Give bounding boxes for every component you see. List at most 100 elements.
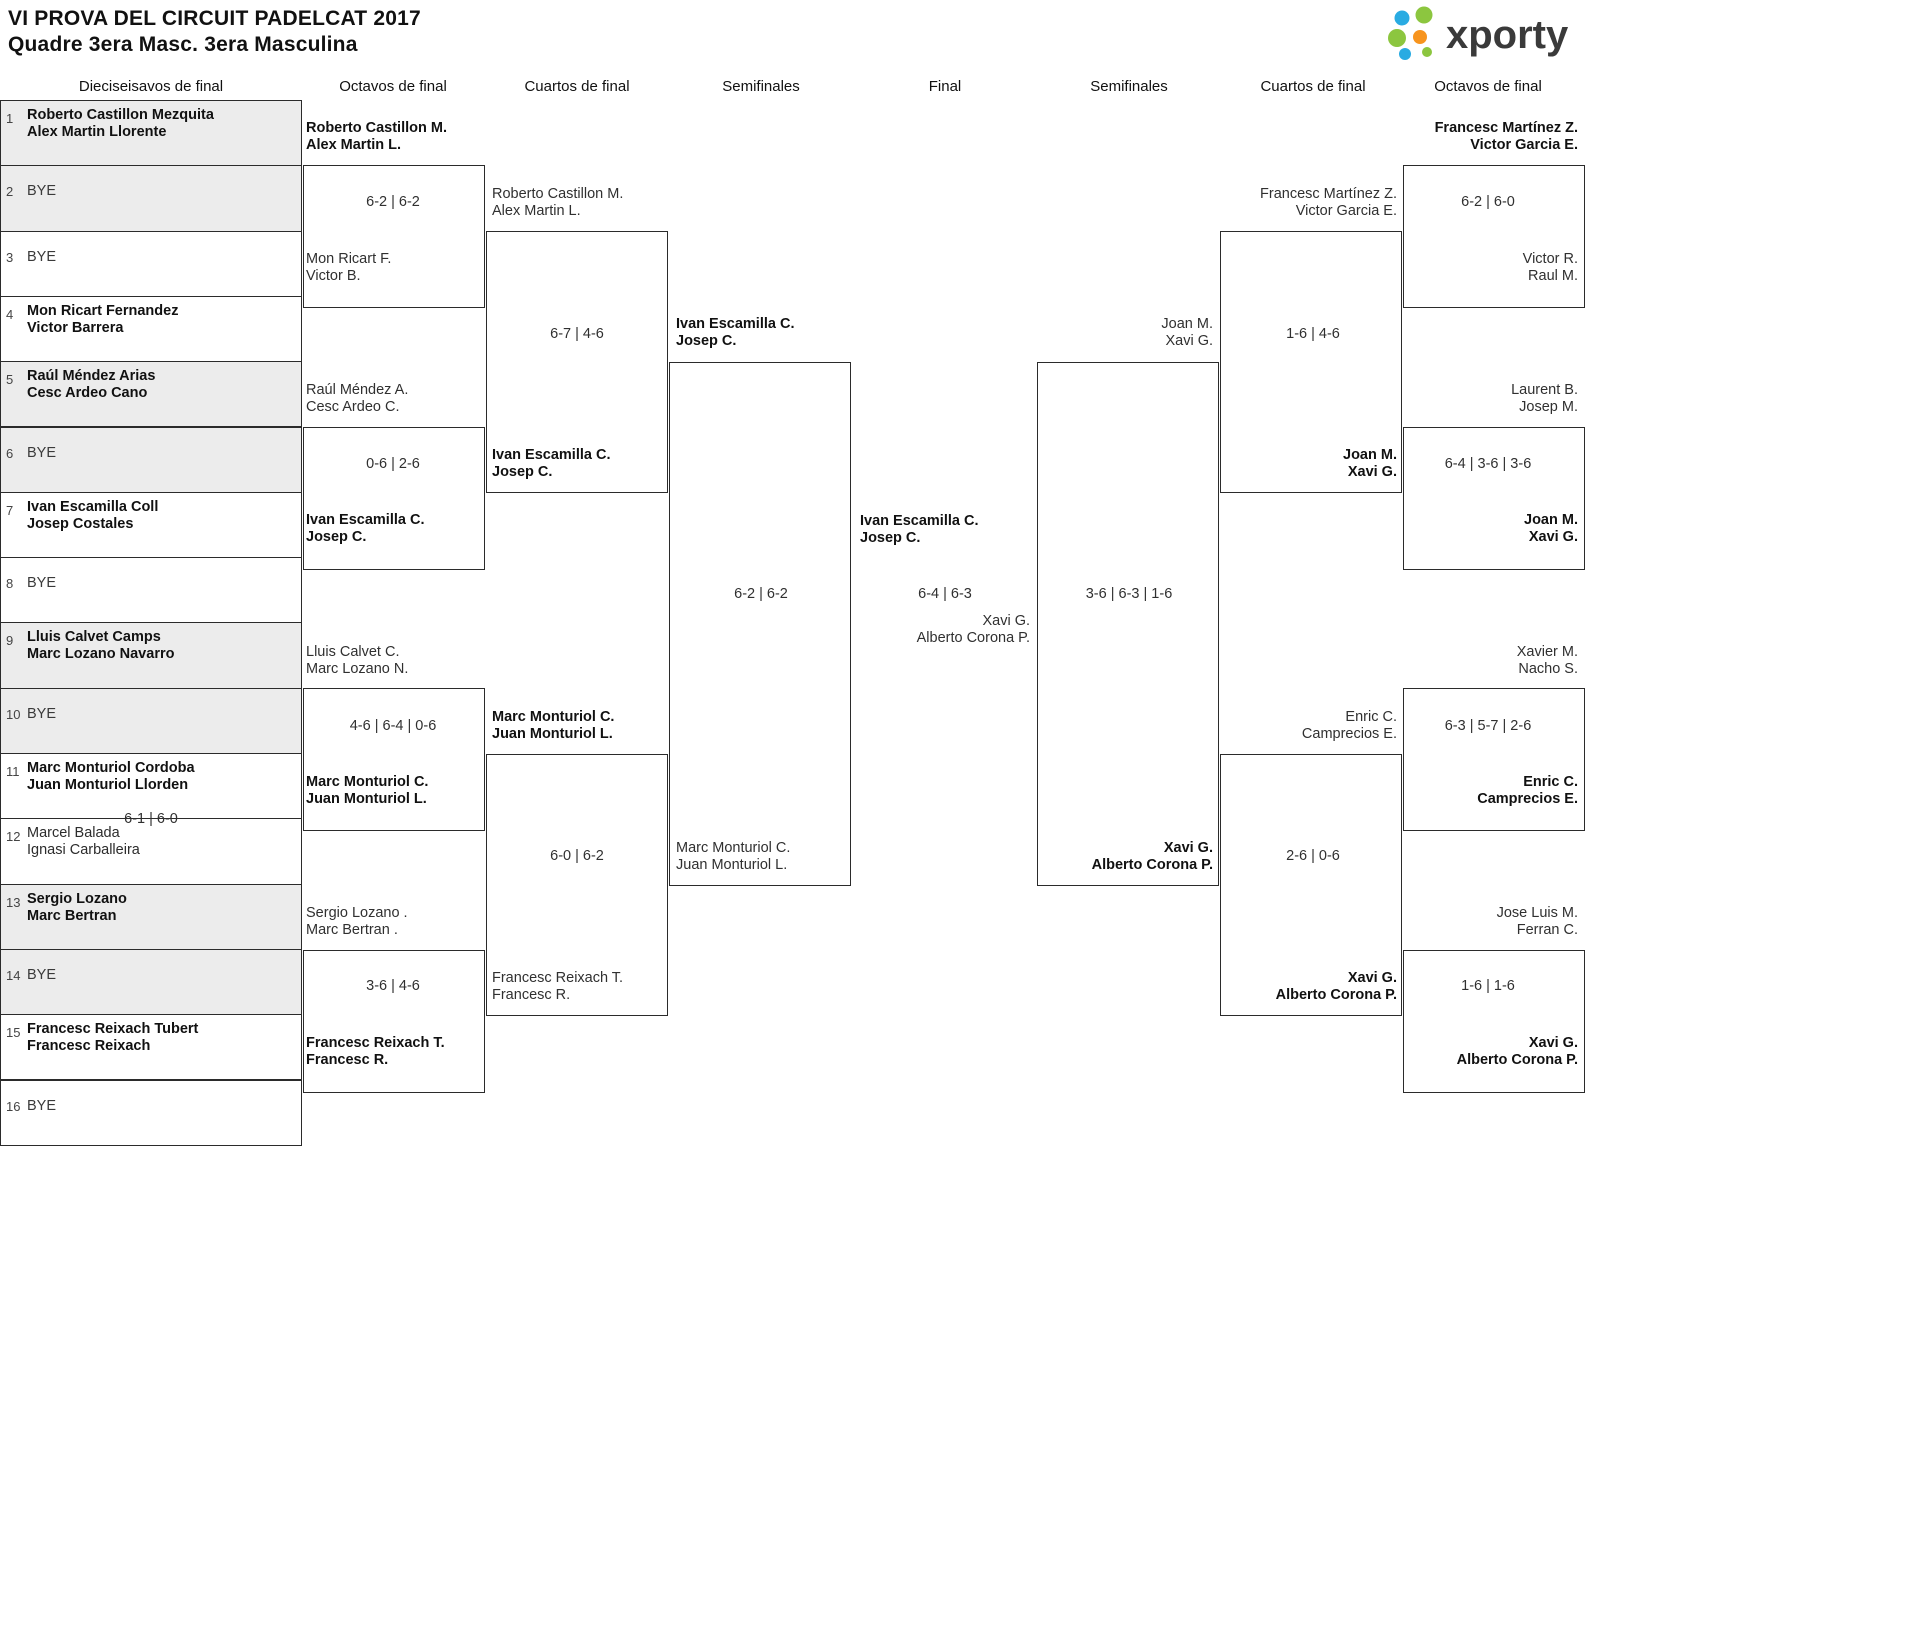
semis-right-entry-line1: Joan M.: [1161, 316, 1213, 332]
final-right-entry-line1: Xavi G.: [982, 613, 1030, 629]
octavos-left-bracket-1: [303, 165, 485, 308]
seed-number: 5: [6, 372, 14, 388]
octavos-right-score: 6-2 | 6-0: [1461, 194, 1515, 210]
octavos-right-entry-line2: Camprecios E.: [1477, 791, 1578, 807]
cuartos-left-entry: Ivan Escamilla C.Josep C.: [492, 447, 610, 481]
octavos-right-entry-line2: Josep M.: [1519, 399, 1578, 415]
octavos-left-entry: Marc Monturiol C.Juan Monturiol L.: [306, 774, 428, 808]
octavos-left-score: 4-6 | 6-4 | 0-6: [349, 718, 437, 734]
seed-player-1: Roberto Castillon Mezquita: [27, 107, 214, 123]
seed-player-2: Francesc Reixach: [27, 1038, 151, 1055]
seed-bye-label: BYE: [27, 966, 57, 983]
octavos-left-entry-line2: Cesc Ardeo C.: [306, 399, 400, 415]
seed-player-2: Marc Bertran: [27, 907, 117, 924]
octavos-left-bracket-3: [303, 688, 485, 831]
round-label-8: Octavos de final: [1434, 78, 1542, 95]
octavos-left-entry-line1: Mon Ricart F.: [306, 251, 392, 267]
xporty-logo: xporty: [1380, 4, 1640, 60]
cuartos-left-entry-line1: Ivan Escamilla C.: [492, 447, 611, 463]
cuartos-left-entry-line2: Juan Monturiol L.: [492, 726, 613, 742]
seed-number: 2: [6, 184, 14, 200]
octavos-right-entry-line1: Laurent B.: [1511, 382, 1578, 398]
round-label-2: Octavos de final: [339, 78, 447, 95]
octavos-left-entry: Francesc Reixach T.Francesc R.: [306, 1035, 445, 1069]
semis-right-entry-line2: Xavi G.: [1165, 333, 1213, 349]
cuartos-left-entry-line1: Roberto Castillon M.: [492, 186, 624, 202]
final-left-entry-line2: Josep C.: [860, 530, 921, 546]
cuartos-right-entry-line2: Victor Garcia E.: [1295, 203, 1397, 219]
final-left-entry-line1: Ivan Escamilla C.: [860, 513, 979, 529]
cuartos-right-entry-line1: Xavi G.: [1347, 970, 1397, 986]
octavos-left-entry: Ivan Escamilla C.Josep C.: [306, 512, 424, 546]
octavos-right-bracket-2: [1403, 427, 1585, 570]
octavos-right-entry-line1: Xavier M.: [1516, 644, 1578, 660]
tournament-title: VI PROVA DEL CIRCUIT PADELCAT 2017: [8, 7, 421, 30]
seed-player-2: Cesc Ardeo Cano: [27, 385, 148, 402]
octavos-right-entry: Enric C.Camprecios E.: [1477, 774, 1578, 808]
seed-player-1: Sergio Lozano: [27, 890, 127, 907]
seed-number: 8: [6, 576, 14, 592]
octavos-right-entry-line1: Francesc Martínez Z.: [1434, 120, 1578, 136]
octavos-right-bracket-1: [1403, 165, 1585, 308]
svg-text:xporty: xporty: [1446, 13, 1569, 57]
seed-player-1: Raúl Méndez Arias: [27, 368, 156, 385]
octavos-right-entry-line1: Jose Luis M.: [1496, 905, 1578, 921]
octavos-right-score: 6-4 | 3-6 | 3-6: [1444, 456, 1532, 472]
seed-player-2: Ignasi Carballeira: [27, 842, 140, 859]
octavos-left-entry-line1: Francesc Reixach T.: [306, 1035, 445, 1051]
octavos-left-entry-line1: Raúl Méndez A.: [306, 382, 409, 398]
cuartos-right-score: 2-6 | 0-6: [1286, 848, 1340, 864]
round-label-6: Semifinales: [1090, 78, 1168, 95]
octavos-right-bracket-4: [1403, 950, 1585, 1093]
octavos-left-bracket-2: [303, 427, 485, 570]
octavos-right-entry-line2: Alberto Corona P.: [1456, 1052, 1578, 1068]
seed-number: 7: [6, 502, 14, 518]
octavos-right-entry: Xavi G.Alberto Corona P.: [1457, 1035, 1578, 1069]
semis-left-entry-line2: Juan Monturiol L.: [676, 857, 788, 873]
octavos-left-entry-line2: Francesc R.: [306, 1052, 389, 1068]
cuartos-right-entry: Xavi G.Alberto Corona P.: [1276, 970, 1397, 1004]
octavos-right-entry: Francesc Martínez Z.Victor Garcia E.: [1435, 120, 1578, 154]
semis-left-entry-line1: Marc Monturiol C.: [676, 840, 791, 856]
octavos-right-entry: Victor R.Raul M.: [1523, 251, 1578, 285]
octavos-left-entry-line2: Marc Lozano N.: [306, 661, 409, 677]
octavos-right-entry-line2: Nacho S.: [1518, 661, 1578, 677]
octavos-left-entry-line2: Josep C.: [306, 529, 367, 545]
octavos-left-score: 6-2 | 6-2: [366, 194, 420, 210]
cuartos-left-entry: Roberto Castillon M.Alex Martin L.: [492, 186, 623, 220]
final-right-entry-line2: Alberto Corona P.: [916, 630, 1030, 646]
cuartos-right-entry-line1: Francesc Martínez Z.: [1260, 186, 1397, 202]
round-label-1: Dieciseisavos de final: [78, 78, 224, 95]
final-right-entry: Xavi G.Alberto Corona P.: [917, 613, 1030, 647]
octavos-right-entry-line2: Victor Garcia E.: [1470, 137, 1578, 153]
octavos-right-entry: Jose Luis M.Ferran C.: [1497, 905, 1578, 939]
octavos-right-entry-line1: Joan M.: [1524, 512, 1578, 528]
seed-bye-label: BYE: [27, 705, 57, 722]
semis-right-entry-line2: Alberto Corona P.: [1091, 857, 1213, 873]
seed-bye-label: BYE: [27, 248, 57, 265]
tournament-subtitle: Quadre 3era Masc. 3era Masculina: [8, 33, 358, 56]
seed-bye-label: BYE: [27, 575, 57, 592]
cuartos-right-entry-line2: Alberto Corona P.: [1275, 987, 1397, 1003]
semis-left-entry-line1: Ivan Escamilla C.: [676, 316, 795, 332]
page-header: VI PROVA DEL CIRCUIT PADELCAT 2017 Quadr…: [8, 6, 421, 58]
octavos-left-entry: Sergio Lozano .Marc Bertran .: [306, 905, 408, 939]
cuartos-left-bracket-2: [486, 754, 668, 1016]
seed-number: 9: [6, 633, 14, 649]
octavos-left-entry-line1: Ivan Escamilla C.: [306, 512, 425, 528]
seed-bye-label: BYE: [27, 1097, 57, 1114]
octavos-left-entry: Mon Ricart F.Victor B.: [306, 251, 391, 285]
